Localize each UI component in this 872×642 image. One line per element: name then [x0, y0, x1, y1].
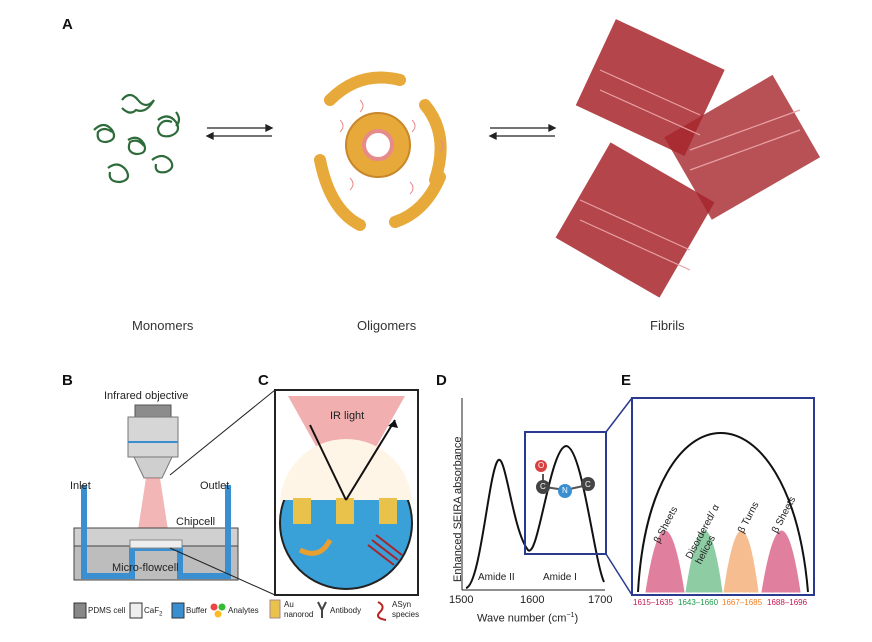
panel-d-letter: D	[436, 372, 447, 389]
legend-asyn-2: species	[392, 610, 420, 619]
atom-c-2: C	[585, 480, 591, 489]
band-range-1: 1615–1635	[633, 598, 674, 607]
band-range-2: 1643–1660	[678, 598, 719, 607]
legend-asyn-1: ASyn	[392, 600, 412, 609]
panel-a-letter: A	[62, 16, 73, 33]
tick-label-1500: 1500	[449, 594, 474, 606]
equilibrium-arrow-2	[488, 123, 557, 141]
atom-o: O	[538, 461, 545, 470]
atom-n: N	[562, 486, 568, 495]
ir-light-label: IR light	[330, 410, 365, 422]
panel-c-frame	[274, 389, 419, 596]
flowcell-label: Micro-flowcell	[112, 562, 179, 574]
tick-label-1700: 1700	[588, 594, 613, 606]
outlet-label: Outlet	[200, 480, 230, 492]
chipcell-label: Chipcell	[176, 516, 216, 528]
oligomers-illustration	[314, 71, 447, 231]
stage-label-oligomers: Oligomers	[357, 318, 417, 333]
panel-e-letter: E	[621, 372, 632, 389]
panel-c-letter: C	[258, 372, 269, 389]
band-range-4: 1688–1696	[767, 598, 808, 607]
legend-pdms: PDMS cell	[88, 606, 126, 615]
atom-c-1: C	[540, 482, 546, 491]
equilibrium-arrow-1	[205, 123, 274, 141]
legend-au-2: nanorod	[284, 610, 314, 619]
band-range-3: 1667–1685	[722, 598, 763, 607]
y-axis-label: Enhanced SEIRA absorbance	[452, 436, 464, 582]
infrared-objective	[127, 404, 179, 530]
fibrils-illustration	[555, 19, 821, 298]
stage-label-monomers: Monomers	[132, 318, 194, 333]
legend-caf2: CaF2	[144, 606, 163, 618]
panel-d-plot	[461, 397, 633, 596]
stage-label-fibrils: Fibrils	[650, 318, 685, 333]
tick-label-1600: 1600	[520, 594, 545, 606]
x-axis-label: Wave number (cm−1)	[477, 612, 579, 625]
panel-b-legend	[73, 599, 387, 621]
amide-ii-label: Amide II	[478, 572, 515, 583]
legend-au-1: Au	[284, 600, 294, 609]
amide-i-label: Amide I	[543, 572, 577, 583]
legend-buffer: Buffer	[186, 606, 208, 615]
monomers-illustration	[93, 93, 181, 184]
inlet-label: Inlet	[70, 480, 91, 492]
legend-antibody: Antibody	[330, 606, 362, 615]
objective-label: Infrared objective	[104, 390, 189, 402]
panel-b-letter: B	[62, 372, 73, 389]
legend-analytes: Analytes	[228, 606, 259, 615]
flowcell-assembly	[73, 389, 276, 596]
panel-e-plot	[631, 397, 815, 596]
